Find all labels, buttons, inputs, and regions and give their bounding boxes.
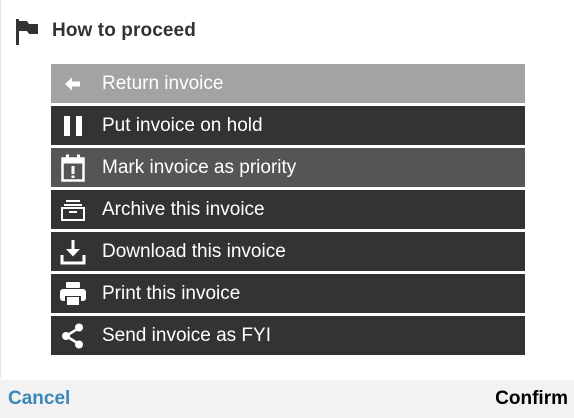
cancel-button[interactable]: Cancel [8,388,71,409]
share-icon [55,316,91,355]
left-divider [0,0,1,378]
action-label: Send invoice as FYI [102,324,271,346]
action-list: Return invoice Put invoice on hold [51,64,525,358]
action-label: Download this invoice [102,240,286,262]
action-label: Put invoice on hold [102,114,263,136]
download-icon [55,232,91,271]
dialog-header: How to proceed [14,16,196,46]
printer-icon [55,274,91,313]
archive-box-icon [55,190,91,229]
action-put-on-hold[interactable]: Put invoice on hold [51,106,525,145]
action-send-fyi[interactable]: Send invoice as FYI [51,316,525,355]
dialog-title: How to proceed [52,20,196,41]
action-download[interactable]: Download this invoice [51,232,525,271]
flag-icon [14,16,40,46]
action-print[interactable]: Print this invoice [51,274,525,313]
action-mark-priority[interactable]: Mark invoice as priority [51,148,525,187]
action-archive[interactable]: Archive this invoice [51,190,525,229]
dialog-footer: Cancel Confirm [0,380,574,418]
confirm-button[interactable]: Confirm [495,388,568,409]
action-label: Return invoice [102,72,224,94]
action-label: Print this invoice [102,282,241,304]
action-label: Archive this invoice [102,198,265,220]
arrow-left-icon [55,64,91,103]
pause-icon [55,106,91,145]
action-label: Mark invoice as priority [102,156,297,178]
calendar-alert-icon [55,148,91,187]
action-return-invoice[interactable]: Return invoice [51,64,525,103]
